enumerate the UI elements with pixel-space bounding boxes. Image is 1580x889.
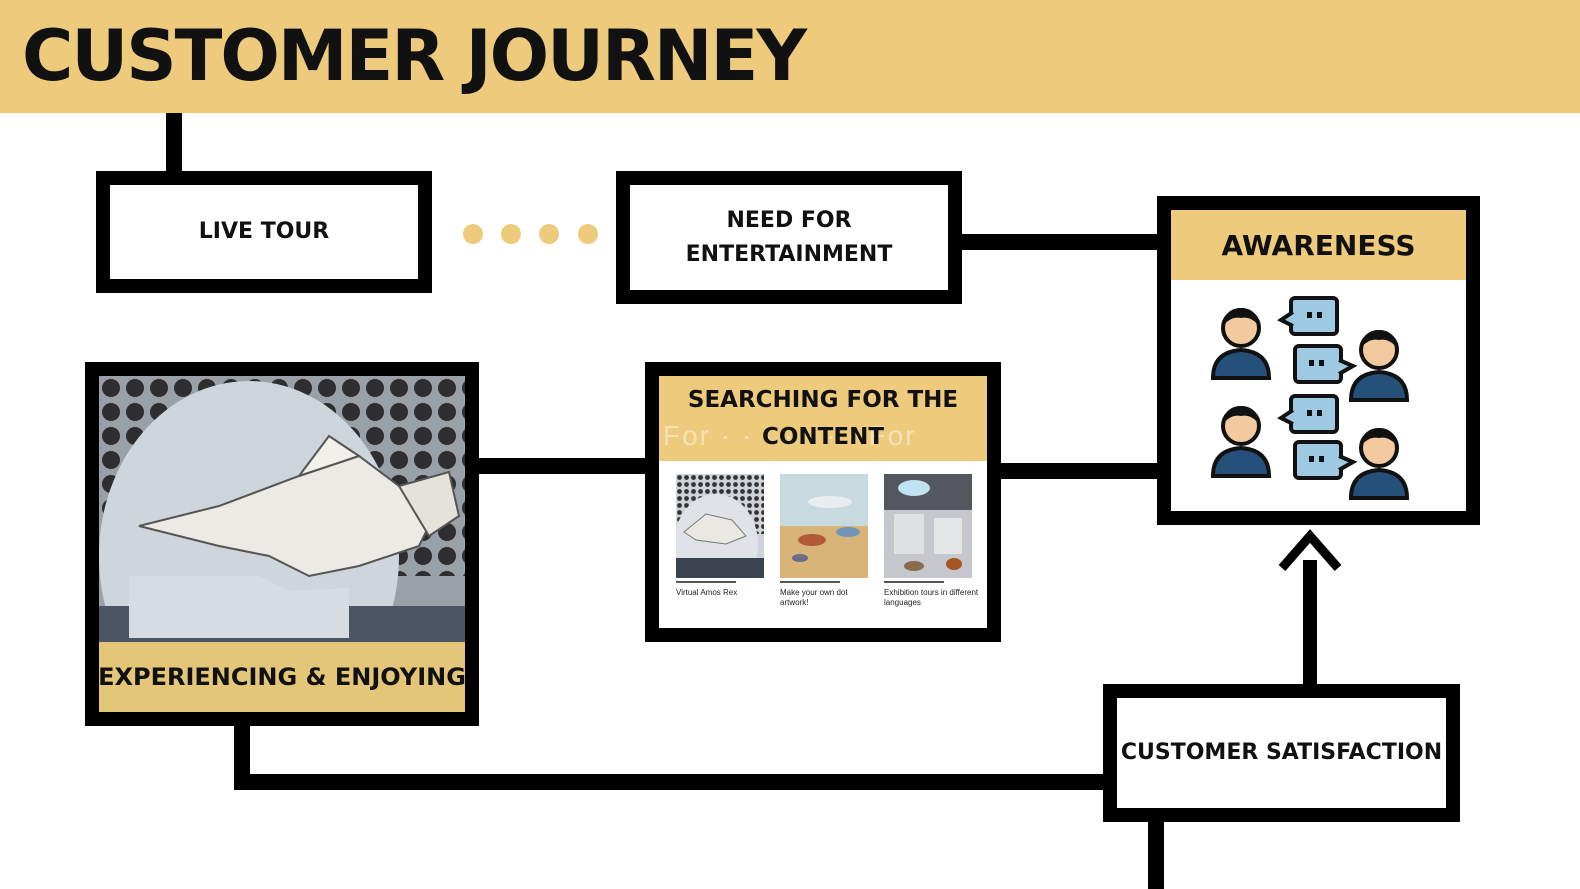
page-title: CUSTOMER JOURNEY [22,15,807,97]
header-band: CUSTOMER JOURNEY [0,0,1580,113]
connector-search-to-awareness [999,463,1159,479]
dot-connector [539,224,559,244]
connector-need-to-awareness [960,234,1160,250]
node-searching-for-content: For · · · · · · · For SEARCHING FOR THE … [645,362,1001,642]
thumbnail-caption: Virtual Amos Rex [676,588,738,597]
search-label: SEARCHING FOR THE CONTENT [687,386,959,450]
thumbnail-kicker-line [884,581,944,583]
thumbnail-virtual-tour [676,474,764,578]
search-header: For · · · · · · · For SEARCHING FOR THE … [659,376,987,461]
dot-connector [501,224,521,244]
node-live-tour-label: LIVE TOUR [198,219,330,244]
awareness-label: AWARENESS [1221,228,1416,262]
connector-satisfaction-down [1148,820,1164,889]
node-experiencing-enjoying: EXPERIENCING & ENJOYING [85,362,479,726]
connector-title-to-live-tour [166,113,182,173]
customer-satisfaction-label: CUSTOMER SATISFACTION [1120,740,1443,765]
thumbnail-caption: Make your own dot artwork! [780,588,848,607]
connector-satisfaction-up [1303,560,1317,686]
thumbnail-dot-artwork [780,474,868,578]
dot-connector [578,224,598,244]
thumbnail-caption: Exhibition tours in different languages [884,588,979,607]
awareness-header: AWARENESS [1171,210,1466,280]
node-live-tour: LIVE TOUR [96,171,432,293]
watermark-text: For · · · · · · · For [663,420,917,451]
node-need-for-entertainment: NEED FOR ENTERTAINMENT [616,171,962,304]
thumbnail-kicker-line [780,581,840,583]
connector-bottom-horizontal [234,774,1106,790]
people-chat-icon [1211,296,1409,500]
node-awareness: AWARENESS [1157,196,1480,525]
connector-experience-to-search [477,458,647,474]
dot-connector [463,224,483,244]
connector-experience-down [234,724,250,790]
experience-label-band: EXPERIENCING & ENJOYING [99,642,465,712]
thumbnail-kicker-line [676,581,736,583]
node-need-label: NEED FOR ENTERTAINMENT [685,207,893,267]
thumbnail-exhibition-tours [884,474,972,578]
experience-label: EXPERIENCING & ENJOYING [98,663,466,691]
arrow-up-icon [1278,529,1342,571]
node-customer-satisfaction: CUSTOMER SATISFACTION [1103,684,1460,822]
